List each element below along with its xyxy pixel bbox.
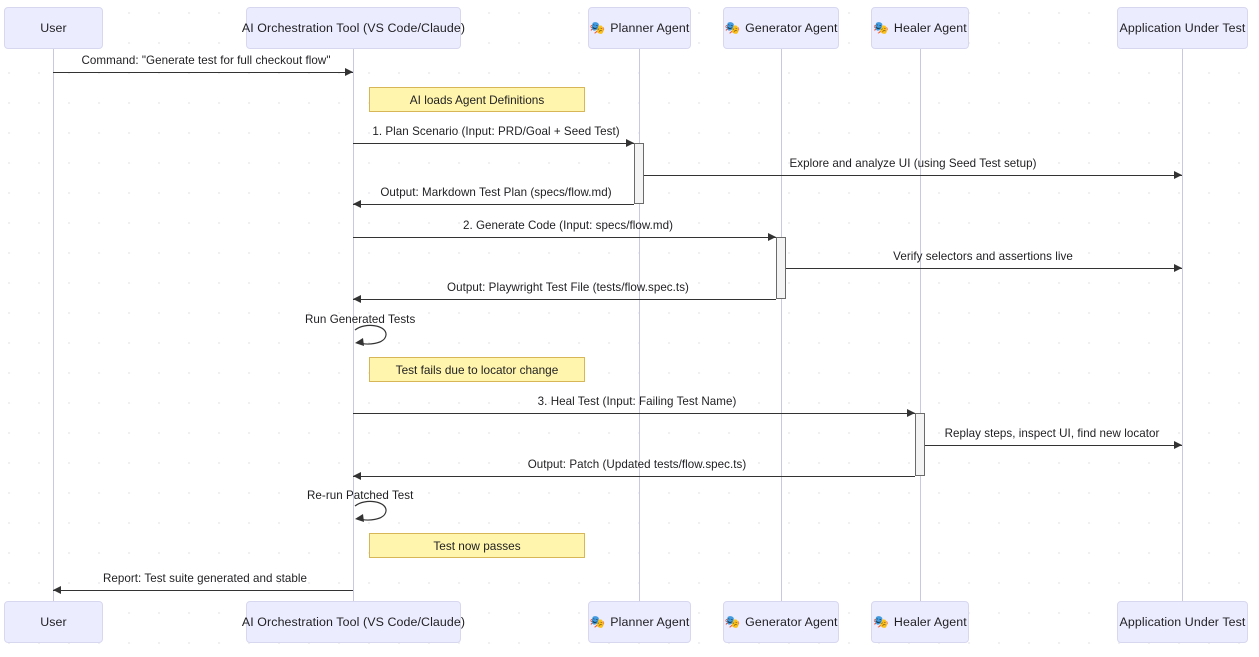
self-message-loop-s2 (353, 500, 393, 529)
participant-label: User (40, 21, 67, 35)
arrowhead-m2 (626, 139, 634, 147)
lifeline-ai-tool (353, 49, 354, 601)
message-arrow-m9 (925, 445, 1182, 446)
message-arrow-m8 (353, 413, 915, 414)
participant-healer-bottom[interactable]: 🎭 Healer Agent (871, 601, 969, 643)
participant-label: Healer Agent (893, 21, 967, 35)
note-label: Test now passes (433, 538, 521, 553)
theater-masks-icon: 🎭 (873, 20, 889, 35)
theater-masks-icon: 🎭 (724, 614, 741, 629)
participant-ai-tool-bottom[interactable]: AI Orchestration Tool (VS Code/Claude) (242, 601, 465, 643)
participant-user-bottom[interactable]: User (4, 601, 103, 643)
message-arrow-m2 (353, 143, 634, 144)
theater-masks-icon: 🎭 (724, 20, 741, 35)
lifeline-app (1182, 49, 1183, 601)
participant-label: Application Under Test (1119, 615, 1246, 629)
activation-bar-healer (915, 413, 925, 476)
message-label-m3: Explore and analyze UI (using Seed Test … (789, 157, 1037, 170)
participant-healer-top[interactable]: 🎭 Healer Agent (871, 7, 969, 49)
message-arrow-m7 (353, 299, 776, 300)
self-message-label-s1: Run Generated Tests (305, 313, 416, 326)
participant-app-top[interactable]: Application Under Test (1117, 7, 1248, 49)
participant-label: AI Orchestration Tool (VS Code/Claude) (241, 615, 466, 629)
participant-label: Generator Agent (745, 21, 838, 35)
note-label: Test fails due to locator change (395, 362, 559, 377)
lifeline-healer (920, 49, 921, 601)
participant-label: AI Orchestration Tool (VS Code/Claude) (241, 21, 466, 35)
arrowhead-m8 (907, 409, 915, 417)
theater-masks-icon: 🎭 (873, 614, 889, 629)
participant-label: Application Under Test (1119, 21, 1246, 35)
message-label-m10: Output: Patch (Updated tests/flow.spec.t… (527, 458, 747, 471)
lifeline-planner (639, 49, 640, 601)
message-label-m2: 1. Plan Scenario (Input: PRD/Goal + Seed… (372, 125, 620, 138)
arrowhead-m7 (353, 295, 361, 303)
message-label-m7: Output: Playwright Test File (tests/flow… (447, 281, 689, 294)
note-n3: Test now passes (369, 533, 585, 558)
participant-generator-top[interactable]: 🎭 Generator Agent (723, 7, 839, 49)
theater-masks-icon: 🎭 (589, 20, 606, 35)
message-label-m6: Verify selectors and assertions live (893, 250, 1073, 263)
arrowhead-m4 (353, 200, 361, 208)
message-label-m8: 3. Heal Test (Input: Failing Test Name) (537, 395, 737, 408)
message-label-m9: Replay steps, inspect UI, find new locat… (944, 427, 1160, 440)
message-arrow-m11 (53, 590, 353, 591)
note-label: AI loads Agent Definitions (409, 92, 545, 107)
participant-ai-tool-top[interactable]: AI Orchestration Tool (VS Code/Claude) (242, 7, 465, 49)
participant-label: Planner Agent (610, 615, 690, 629)
message-arrow-m5 (353, 237, 776, 238)
theater-masks-icon: 🎭 (589, 614, 606, 629)
note-n2: Test fails due to locator change (369, 357, 585, 382)
self-message-label-s2: Re-run Patched Test (307, 489, 414, 502)
message-arrow-m4 (353, 204, 634, 205)
message-label-m4: Output: Markdown Test Plan (specs/flow.m… (380, 186, 612, 199)
message-arrow-m1 (53, 72, 353, 73)
arrowhead-m11 (53, 586, 61, 594)
message-arrow-m3 (644, 175, 1182, 176)
message-arrow-m6 (786, 268, 1182, 269)
participant-planner-top[interactable]: 🎭 Planner Agent (588, 7, 691, 49)
participant-planner-bottom[interactable]: 🎭 Planner Agent (588, 601, 691, 643)
arrowhead-m6 (1174, 264, 1182, 272)
message-label-m11: Report: Test suite generated and stable (102, 572, 308, 585)
activation-bar-planner (634, 143, 644, 204)
activation-bar-generator (776, 237, 786, 299)
participant-label: User (40, 615, 67, 629)
participant-label: Healer Agent (893, 615, 967, 629)
message-label-m1: Command: "Generate test for full checkou… (81, 54, 331, 67)
self-message-loop-s1 (353, 324, 393, 353)
arrowhead-m3 (1174, 171, 1182, 179)
participant-app-bottom[interactable]: Application Under Test (1117, 601, 1248, 643)
participant-label: Planner Agent (610, 21, 690, 35)
lifeline-generator (781, 49, 782, 601)
message-arrow-m10 (353, 476, 915, 477)
arrowhead-m5 (768, 233, 776, 241)
arrowhead-m1 (345, 68, 353, 76)
participant-label: Generator Agent (745, 615, 838, 629)
participant-generator-bottom[interactable]: 🎭 Generator Agent (723, 601, 839, 643)
arrowhead-m9 (1174, 441, 1182, 449)
arrowhead-m10 (353, 472, 361, 480)
message-label-m5: 2. Generate Code (Input: specs/flow.md) (462, 219, 674, 232)
note-n1: AI loads Agent Definitions (369, 87, 585, 112)
lifeline-user (53, 49, 54, 601)
participant-user-top[interactable]: User (4, 7, 103, 49)
